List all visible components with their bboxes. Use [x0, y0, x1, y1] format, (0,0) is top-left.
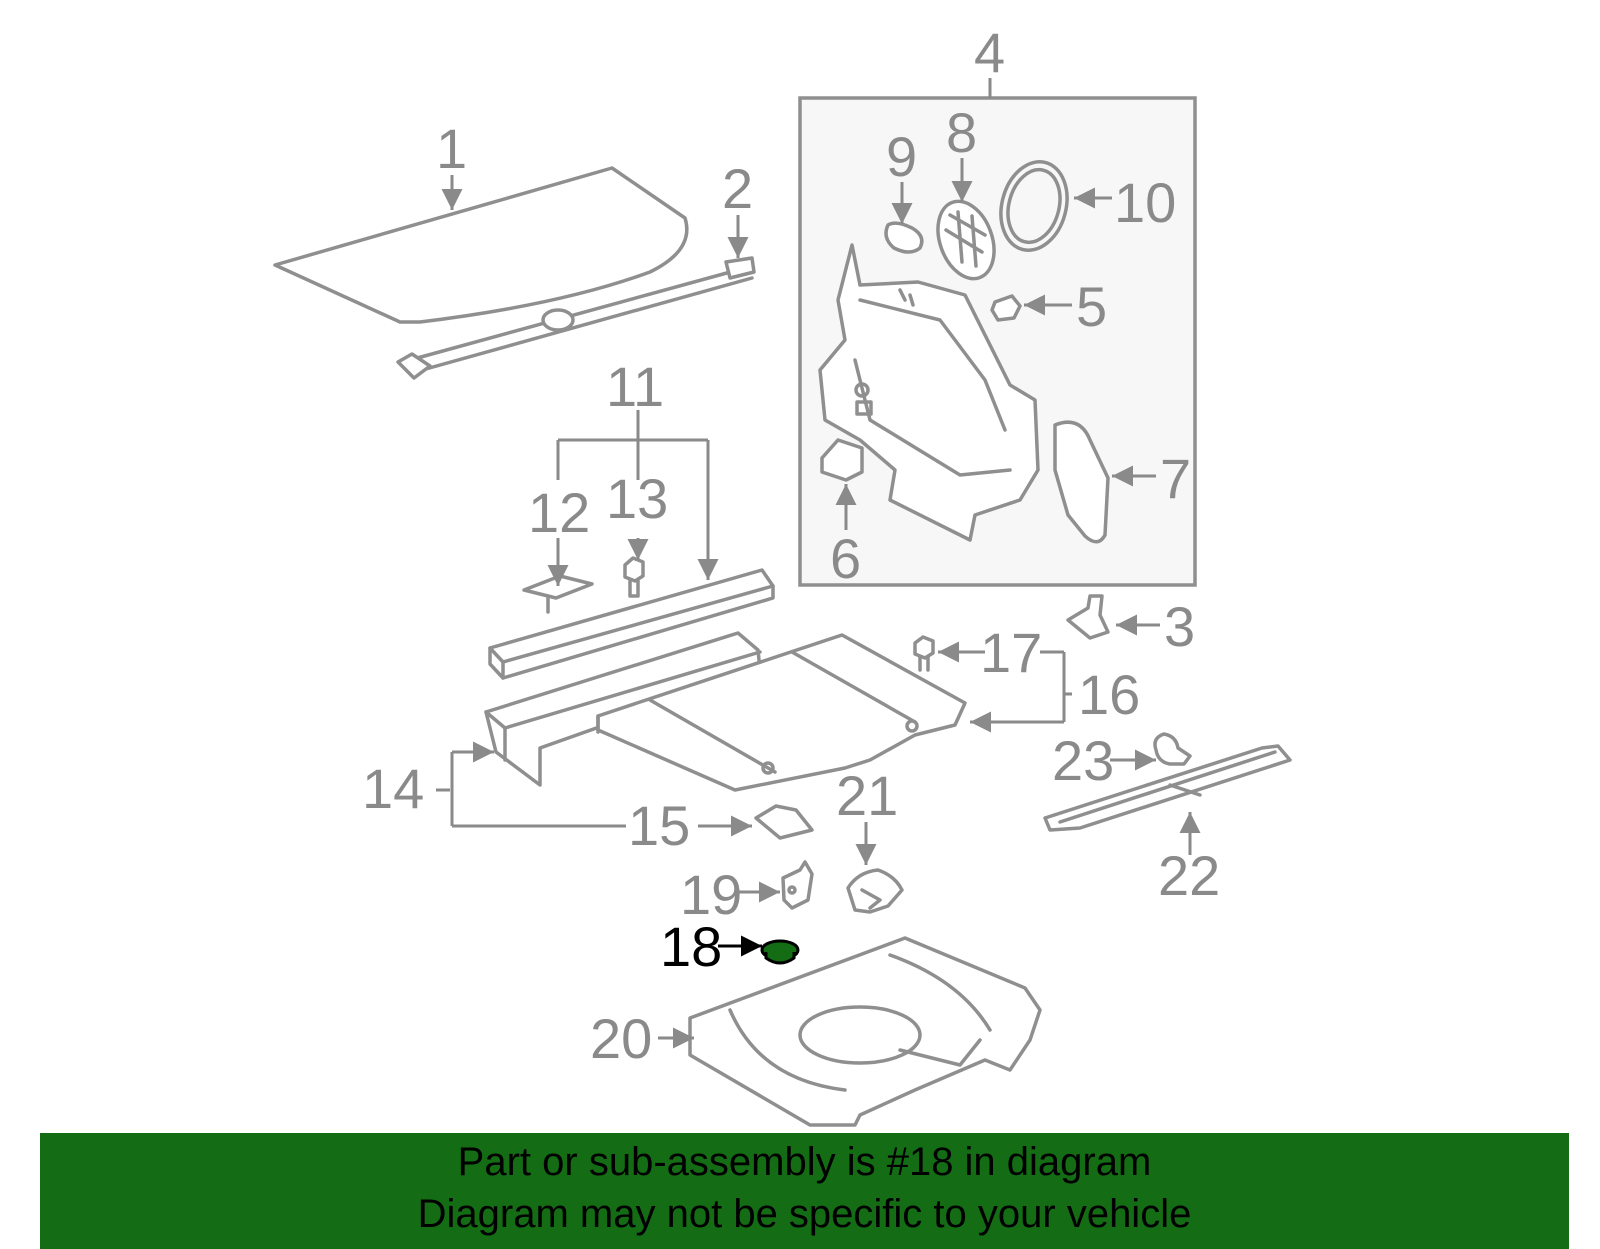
callout-9: 9 — [886, 125, 917, 188]
callout-18: 18 — [660, 915, 722, 978]
part-17-bolt[interactable] — [913, 635, 935, 672]
callout-1: 1 — [436, 117, 467, 180]
callout-22: 22 — [1158, 844, 1220, 907]
part-22-sill-plate[interactable] — [1043, 744, 1292, 832]
part-6-bracket[interactable] — [820, 438, 864, 482]
part-15-clip[interactable] — [754, 804, 814, 840]
callout-21: 21 — [836, 764, 898, 827]
callout-17: 17 — [980, 621, 1042, 684]
part-16-deck-board[interactable] — [596, 633, 967, 792]
callout-5: 5 — [1076, 275, 1107, 338]
callout-7: 7 — [1160, 447, 1191, 510]
callout-14: 14 — [362, 757, 424, 820]
part-18-highlighted-cap[interactable] — [760, 939, 800, 965]
part-1-cover-panel[interactable] — [273, 166, 689, 324]
callout-20: 20 — [590, 1007, 652, 1070]
callout-19: 19 — [680, 863, 742, 926]
part-11-board[interactable] — [488, 568, 775, 680]
part-5-fastener[interactable] — [990, 294, 1022, 322]
part-20-storage-tub[interactable] — [688, 936, 1042, 1127]
callout-4: 4 — [974, 21, 1005, 84]
leader-lines — [436, 78, 1201, 1049]
part-3-bracket[interactable] — [1066, 594, 1110, 640]
callout-23: 23 — [1052, 729, 1114, 792]
part-7-cover[interactable] — [1053, 420, 1110, 544]
callout-2: 2 — [722, 157, 753, 220]
banner-line-1: Part or sub-assembly is #18 in diagram — [457, 1140, 1152, 1184]
part-8-grille[interactable] — [928, 194, 1004, 287]
callout-15: 15 — [628, 794, 690, 857]
callout-labels: 1 2 3 4 5 6 7 8 9 10 11 12 13 14 15 16 1… — [362, 21, 1220, 1070]
quarter-trim-panel[interactable] — [818, 243, 1040, 542]
banner-line-2: Diagram may not be specific to your vehi… — [417, 1192, 1192, 1236]
callout-16: 16 — [1078, 663, 1140, 726]
part-21-holder[interactable] — [846, 868, 904, 914]
callout-10: 10 — [1114, 171, 1176, 234]
callout-13: 13 — [606, 467, 668, 530]
part-2-strap[interactable] — [396, 256, 756, 380]
callout-11: 11 — [606, 355, 664, 418]
part-10-seal-ring[interactable] — [991, 154, 1076, 257]
info-banner: Part or sub-assembly is #18 in diagram D… — [40, 1133, 1569, 1249]
part-19-bracket[interactable] — [781, 860, 814, 910]
part-13-bolt[interactable] — [623, 556, 645, 598]
part-23-clip[interactable] — [1153, 732, 1192, 766]
callout-12: 12 — [528, 481, 590, 544]
callout-6: 6 — [830, 527, 861, 590]
callout-3: 3 — [1164, 595, 1195, 658]
callout-8: 8 — [946, 101, 977, 164]
part-9-clip[interactable] — [884, 221, 924, 254]
